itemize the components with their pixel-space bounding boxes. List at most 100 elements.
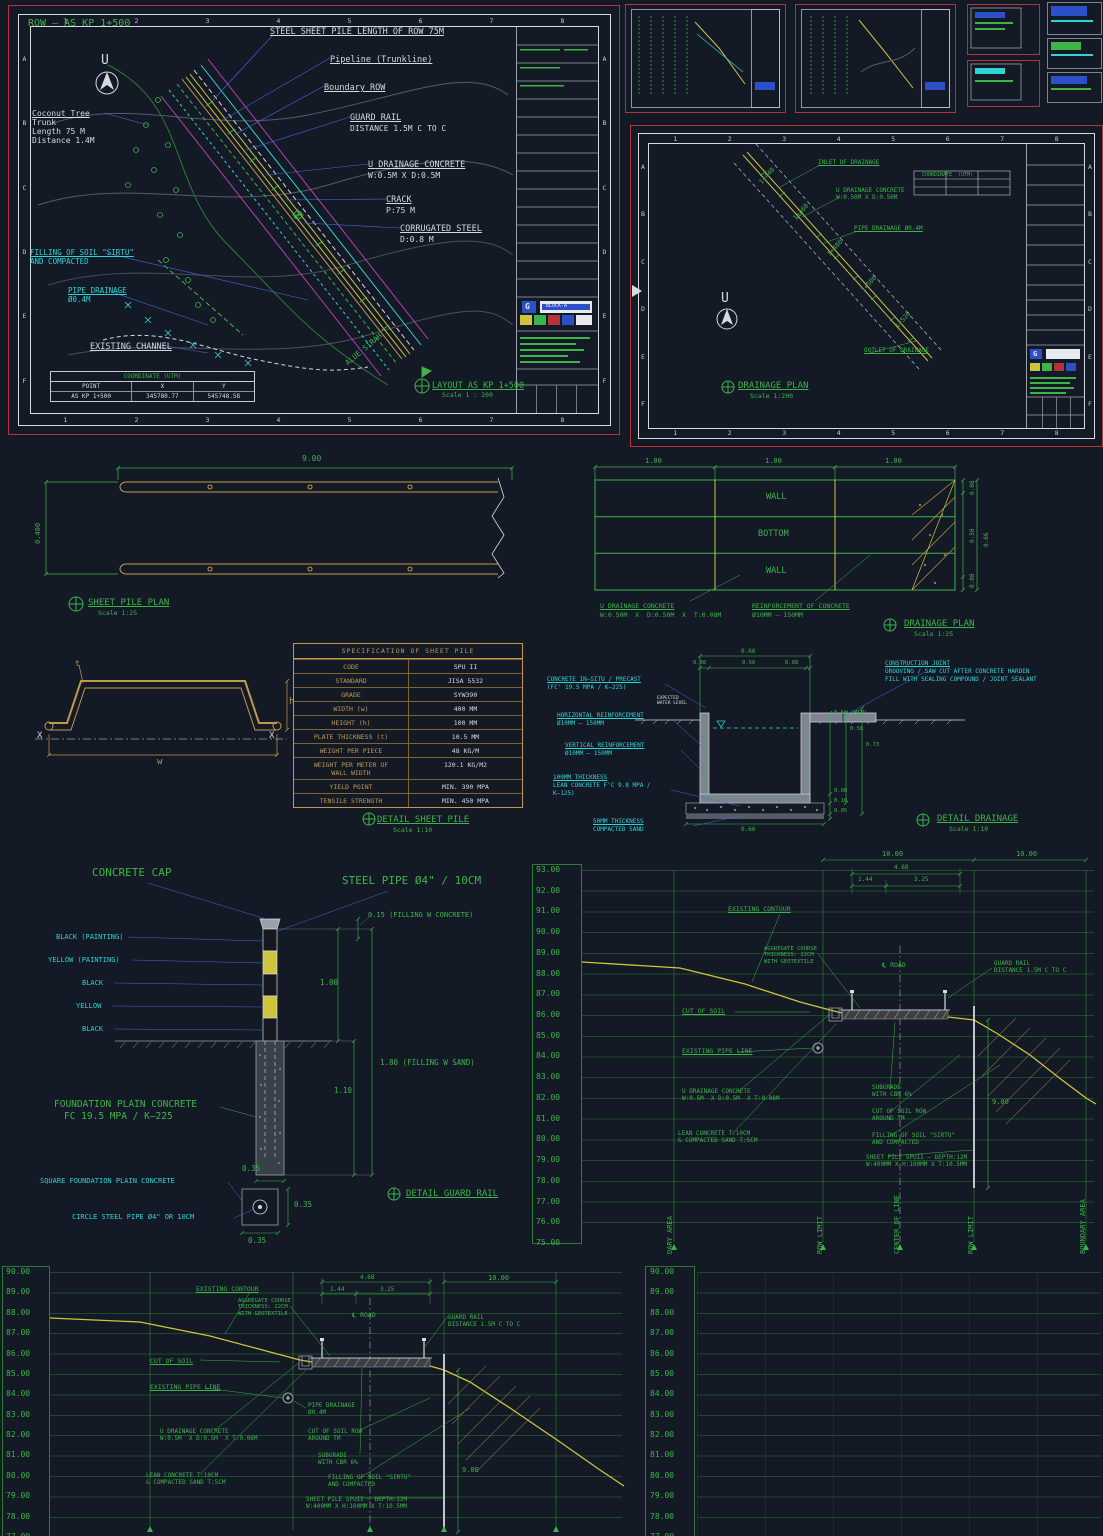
- annotation-label: U DRAINAGE CONCRETE: [600, 603, 674, 611]
- annotation-label: GUARD RAIL DISTANCE 1.5M C TO C: [994, 960, 1066, 974]
- annotation-label: 0.35: [242, 1165, 260, 1174]
- spec-table-row: PLATE THICKNESS (t) 10.5 MM: [294, 729, 522, 743]
- annotation-label: U DRAINAGE CONCRETE W:0.5M X D:0.5M X T:…: [160, 1428, 258, 1442]
- north-arrow-icon: [717, 309, 737, 329]
- ruler-number: 7: [1000, 135, 1004, 143]
- leader-lines: [690, 555, 870, 601]
- annotation-label: CUT OF SOIL: [682, 1008, 725, 1016]
- ruler-letter: B: [23, 119, 27, 127]
- sheet-ruler-right: ABCDEF: [599, 27, 610, 413]
- annotation-label: Boundary ROW: [324, 83, 385, 93]
- annotation-label: EXISTING CONTOUR: [196, 1286, 259, 1294]
- annotation-label: 9.00: [992, 1098, 1009, 1106]
- annotation-label: 0.08: [785, 660, 798, 666]
- annotation-label: 9.00: [302, 454, 321, 463]
- annotation-label: EXISTING CHANNEL: [90, 342, 172, 352]
- annotation-label: CUT OF SOIL ROW AROUND TM: [872, 1108, 926, 1122]
- ground-lines: [635, 720, 965, 724]
- ruler-letter: E: [603, 312, 607, 320]
- sheet-thumbnails: [623, 2, 1103, 120]
- elevation-value: 77.00: [650, 1532, 692, 1536]
- annotation-label: 0.15 (FILLING W CONCRETE): [368, 911, 473, 919]
- section-bottom-left: 90.0089.0088.0087.0086.0085.0084.0083.00…: [0, 1258, 625, 1536]
- annotation-label: COMPACTED SAND: [593, 826, 644, 833]
- annotation-label: INLET OF DRAINAGE: [818, 159, 879, 166]
- annotation-label: ROW — AS KP 1+500: [28, 18, 130, 30]
- spec-property: PLATE THICKNESS (t): [294, 730, 408, 743]
- annotation-label: BOTTOM: [758, 529, 789, 539]
- detail-sheet-pile-plan: 9.000.400SHEET PILE PLANScale 1:25: [30, 452, 550, 622]
- annotation-label: FILL WITH SEALING COMPOUND / JOINT SEALA…: [885, 676, 1037, 683]
- annotation-label: CONCRETE CAP: [92, 867, 171, 880]
- annotation-label: SUBGRADE WITH CBR 6%: [318, 1452, 358, 1466]
- annotation-label: 1.00: [765, 457, 782, 465]
- spec-value: 10.5 MM: [408, 730, 522, 743]
- ruler-number: 2: [135, 17, 139, 25]
- annotation-label: 1.00: [645, 457, 662, 465]
- pipeline-corridor: [161, 59, 428, 376]
- annotation-label: D:0.8 M: [400, 235, 434, 244]
- annotation-label: Scale 1:25: [914, 631, 953, 639]
- annotation-label: CONSTRUCTION JOINT: [885, 660, 950, 667]
- coordinate-header-cell: Y: [193, 382, 254, 391]
- annotation-label: CONCRETE IN—SITU / PRECAST: [547, 676, 641, 683]
- annotation-label: DARY AREA: [666, 1216, 674, 1254]
- view-title-icon: [388, 1188, 400, 1200]
- ruler-letter: A: [603, 55, 607, 63]
- annotation-label: 10.00: [488, 1274, 509, 1282]
- fill-hatch: [978, 1018, 1070, 1124]
- thumbnail-sheet-stack: [968, 3, 1102, 107]
- annotation-label: COORDINATE (UTM): [922, 173, 973, 179]
- nine-meter-dim: [986, 1018, 990, 1190]
- annotation-label: BLACK: [82, 1025, 103, 1033]
- logo-text: BLOCK-A: [546, 304, 567, 310]
- ruler-number: 5: [891, 135, 895, 143]
- annotation-label: EXISTING PIPE LINE: [682, 1048, 752, 1056]
- sheet-pile-wall: [120, 482, 498, 574]
- spec-value: MIN. 390 MPA: [408, 780, 522, 793]
- ruler-number: 4: [837, 429, 841, 437]
- view-title-icon: [917, 814, 929, 826]
- annotation-label: SHEET PILE SPUII — DEPTH:12M W:400MM X H…: [866, 1154, 967, 1168]
- elevation-value: 80.00: [650, 1471, 692, 1480]
- view-title-icon: [884, 619, 896, 631]
- ruler-number: 8: [1055, 135, 1059, 143]
- annotation-label: Ø10MM — 150MM: [752, 612, 803, 620]
- spec-value: MIN. 450 MPA: [408, 794, 522, 807]
- annotation-label: W:0.50M X D:0.50M X T:0.08M: [600, 612, 721, 620]
- annotation-label: STEEL PIPE Ø4" / 10CM: [342, 875, 481, 888]
- road-structure: [840, 990, 950, 1019]
- annotation-label: 4.68: [894, 864, 908, 871]
- annotation-label: 1.10: [334, 1087, 352, 1096]
- spec-table-body: CODE SPU II STANDARD JISA 5532 GRADE SYW…: [294, 659, 522, 807]
- road-structure: [310, 1338, 432, 1367]
- annotation-label: 3.25: [380, 1286, 394, 1293]
- annotation-label: Scale 1:10: [949, 826, 988, 834]
- reinforcement-hatch: [912, 480, 955, 590]
- spec-table-title: SPECIFICATION OF SHEET PILE: [294, 644, 522, 659]
- section-drawing: [0, 1258, 625, 1536]
- annotation-label: DRAINAGE PLAN: [904, 619, 974, 630]
- annotation-label: Ø0.4M: [68, 296, 91, 305]
- annotation-label: w: [157, 757, 162, 768]
- annotation-label: Ø10MM — 150MM: [565, 750, 612, 757]
- station-markers: [671, 1244, 1089, 1250]
- sheet-ruler-top: 12345678: [648, 134, 1084, 144]
- elevation-value: 78.00: [650, 1512, 692, 1521]
- ruler-letter: C: [23, 184, 27, 192]
- terrain-line: [582, 962, 1096, 1104]
- annotation-label: BOUNDARY AREA: [1079, 1199, 1087, 1254]
- annotation-label: YELLOW (PAINTING): [48, 956, 120, 964]
- spec-table-row: STANDARD JISA 5532: [294, 673, 522, 687]
- ruler-letter: F: [641, 400, 645, 408]
- annotation-label: 0.08: [834, 788, 847, 794]
- ruler-number: 4: [837, 135, 841, 143]
- sheet-ruler-bottom: 12345678: [648, 428, 1084, 438]
- spec-property: HEIGHT (h): [294, 716, 408, 729]
- annotation-label: PIPE DRAINAGE Ø0.4M: [854, 225, 923, 232]
- annotation-label: SHEET PILE PLAN: [88, 598, 169, 609]
- annotation-label: K—125): [553, 790, 575, 797]
- annotation-label: SHEET PILE SPUII — DEPTH:12M W:400MM X H…: [306, 1496, 407, 1510]
- annotation-label: AGGREGATE COURSE THICKNESS: 22CM WITH GE…: [238, 1298, 291, 1317]
